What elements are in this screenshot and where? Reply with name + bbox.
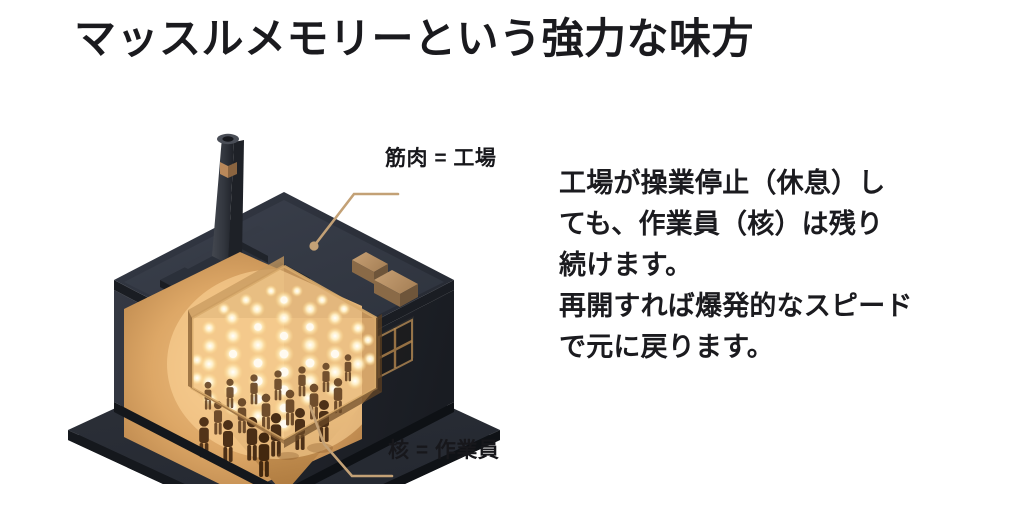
body-copy: 工場が操業停止（休息）し ても、作業員（核）は残り 続けます。 再開すれば爆発的… xyxy=(559,163,1009,368)
callout-line-top xyxy=(312,192,400,248)
body-line-4: 再開すれば爆発的なスピード xyxy=(559,291,913,322)
body-line-2: ても、作業員（核）は残り xyxy=(559,209,884,240)
factory-illustration xyxy=(52,104,522,484)
factory-interior-cutaway xyxy=(124,252,382,484)
body-line-5: で元に戻ります。 xyxy=(559,332,774,363)
callout-label-muscle-factory: 筋肉 = 工場 xyxy=(385,147,497,170)
callout-leader-lines xyxy=(308,192,400,478)
chimney xyxy=(212,133,244,264)
callout-dot-top xyxy=(309,241,319,251)
callout-line-bottom xyxy=(308,404,394,478)
roof-hvac-units xyxy=(352,252,418,307)
callout-label-nucleus-worker: 核 = 作業員 xyxy=(388,439,500,462)
body-line-3: 続けます。 xyxy=(559,250,693,281)
body-line-1: 工場が操業停止（休息）し xyxy=(559,168,886,198)
chimney-band xyxy=(220,162,237,178)
right-wall-window xyxy=(376,316,414,379)
page-title: マッスルメモリーという強力な味方 xyxy=(74,15,755,62)
